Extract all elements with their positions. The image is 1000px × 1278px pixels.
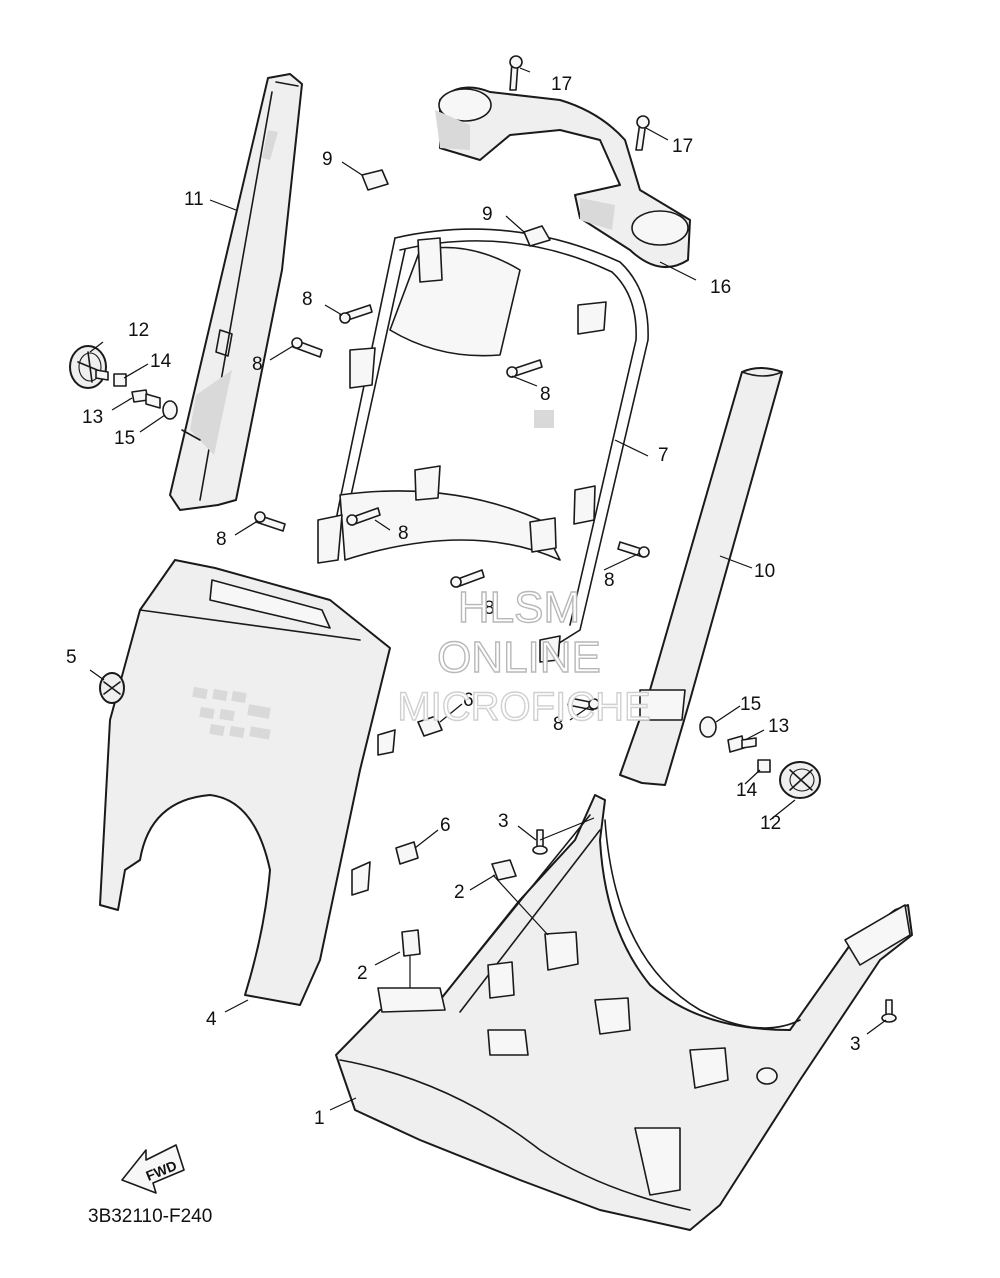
part-15-washer-right — [699, 716, 717, 738]
part-11-left-cover — [169, 73, 303, 511]
part-16-upper-bracket — [435, 86, 691, 268]
callout-1: 1 — [314, 1108, 325, 1129]
part-2-clip-center — [544, 931, 579, 971]
part-12-knob-left — [69, 345, 109, 389]
part-15-washer-left — [162, 400, 178, 420]
diagram-code: 3B32110-F240 — [88, 1206, 212, 1227]
callout-16: 16 — [710, 277, 731, 298]
callout-2b: 2 — [357, 963, 368, 984]
callout-13b: 13 — [768, 716, 789, 737]
callout-17a: 17 — [551, 74, 572, 95]
part-1-lower-cover — [335, 794, 913, 1231]
callout-12b: 12 — [760, 813, 781, 834]
callout-2a: 2 — [454, 882, 465, 903]
watermark-line1: HLSM — [458, 583, 580, 632]
callout-3a: 3 — [498, 811, 509, 832]
part-10-right-cover — [619, 367, 783, 786]
callout-6a: 6 — [463, 690, 474, 711]
callout-4: 4 — [206, 1009, 217, 1030]
callout-14a: 14 — [150, 351, 172, 372]
callout-8c: 8 — [540, 384, 551, 405]
part-6-clip-lower — [395, 841, 419, 865]
callout-9a: 9 — [322, 149, 333, 170]
part-9-clip-right — [523, 225, 551, 247]
callout-13a: 13 — [82, 407, 103, 428]
callout-12a: 12 — [128, 320, 149, 341]
part-4-vent-grille — [192, 686, 271, 740]
callout-9b: 9 — [482, 204, 493, 225]
part-17-screws — [509, 55, 650, 151]
part-6-clip-upper — [417, 715, 443, 737]
part-14-nut-right — [757, 759, 771, 773]
part-13-bolt-left — [131, 389, 161, 409]
callout-17b: 17 — [672, 136, 693, 157]
watermark: HLSM ONLINE MICROFICHE — [397, 582, 652, 729]
part-7-inner-frame — [317, 228, 649, 663]
part-4-leg-shield — [99, 559, 396, 1006]
part-5-emblem — [99, 672, 125, 704]
callout-8d: 8 — [398, 523, 409, 544]
callout-7: 7 — [658, 445, 669, 466]
callout-8f: 8 — [604, 570, 615, 591]
callout-8b: 8 — [252, 354, 263, 375]
part-14-nut-left — [113, 373, 127, 387]
callout-8a: 8 — [302, 289, 313, 310]
part-2-clip-lower — [487, 961, 515, 999]
callout-8h: 8 — [553, 714, 564, 735]
callout-10: 10 — [754, 561, 775, 582]
callout-15b: 15 — [740, 694, 761, 715]
callout-15a: 15 — [114, 428, 135, 449]
callout-6b: 6 — [440, 815, 451, 836]
watermark-line3: MICROFICHE — [397, 685, 650, 729]
fwd-arrow-icon: FWD — [121, 1144, 185, 1194]
part-2-clip-left — [401, 929, 421, 957]
callout-8g: 8 — [484, 598, 495, 619]
callout-3b: 3 — [850, 1034, 861, 1055]
part-8-screws — [254, 304, 650, 711]
callout-11: 11 — [184, 189, 204, 210]
callout-labels: 17 17 9 9 16 11 8 8 8 8 8 8 8 8 7 10 12 … — [66, 74, 861, 1129]
part-7-clip — [534, 410, 554, 428]
part-12-knob-right — [779, 761, 821, 799]
callout-5: 5 — [66, 647, 77, 668]
callout-8e: 8 — [216, 529, 227, 550]
part-13-bolt-right — [727, 735, 757, 753]
part-2-clip-upper — [491, 859, 517, 881]
leader-lines — [89, 67, 887, 1111]
callout-14b: 14 — [736, 780, 758, 801]
part-9-clip-left — [361, 169, 389, 191]
watermark-line2: ONLINE — [437, 633, 601, 682]
